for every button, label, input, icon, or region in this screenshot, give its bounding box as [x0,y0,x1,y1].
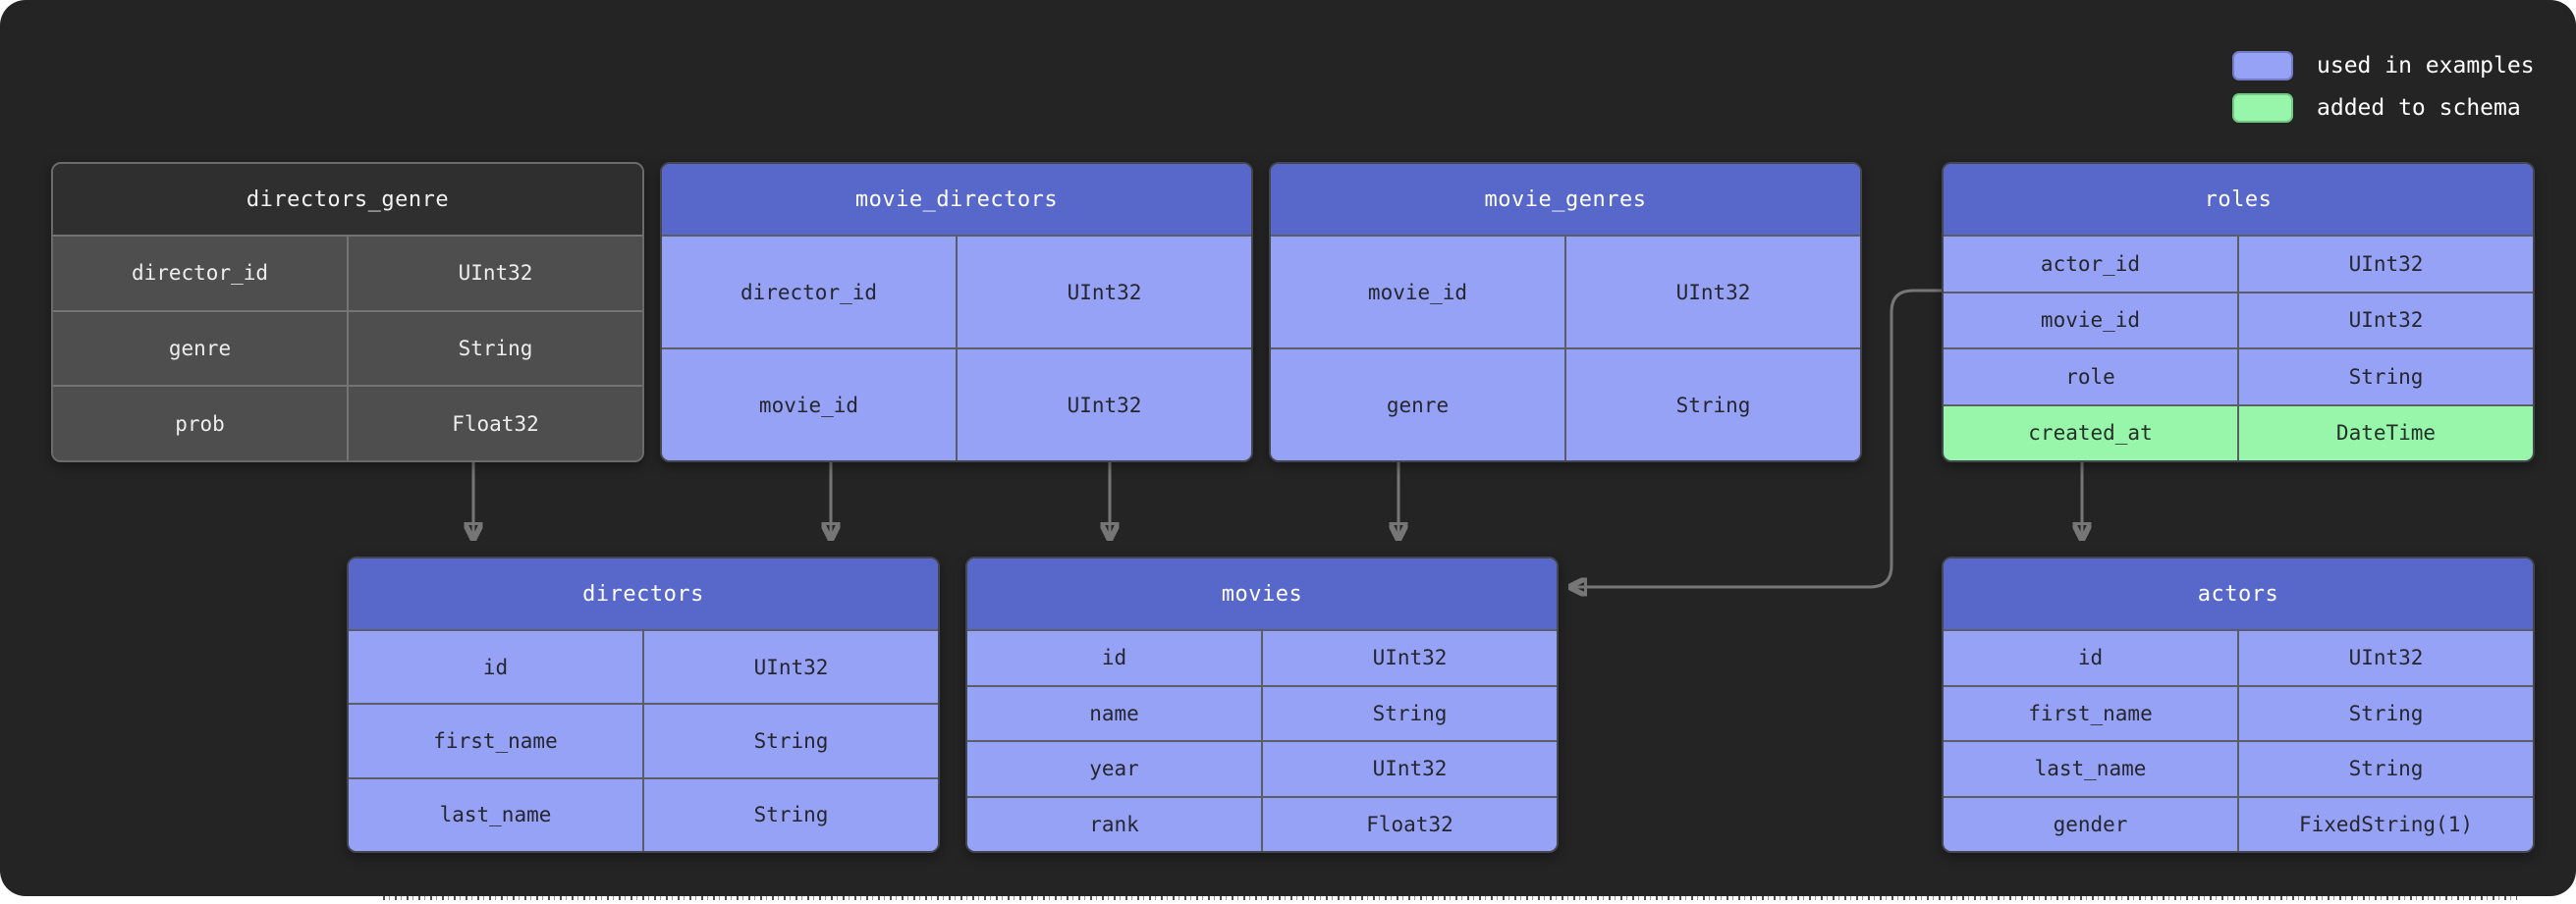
table-row: id UInt32 [349,629,938,704]
column-name: genre [168,337,232,360]
table-row: id UInt32 [967,629,1557,685]
column-type: UInt32 [956,237,1251,347]
column-type: UInt32 [1564,237,1860,347]
table-row: last_name String [349,776,938,851]
column-name: gender [2053,812,2128,836]
table-row-added-to-schema: created_at DateTime [1944,403,2533,460]
table-row: director_id UInt32 [662,235,1251,347]
column-type: String [1261,686,1557,740]
legend-swatch-added-to-schema [2232,93,2293,123]
table-title: directors [349,558,938,629]
column-type: FixedString(1) [2237,797,2533,851]
table-title: roles [1944,164,2533,235]
table-row: director_id UInt32 [53,235,642,310]
column-name: id [1101,646,1127,670]
table-actors: actors id UInt32 first_name String last_… [1942,557,2535,853]
column-type: String [2237,686,2533,740]
column-name: genre [1386,393,1450,417]
legend-item-used-in-examples: used in examples [2232,51,2535,80]
table-row: movie_id UInt32 [1944,291,2533,347]
table-title: directors_genre [53,164,642,235]
column-name: last_name [2034,757,2147,781]
table-body: actor_id UInt32 movie_id UInt32 role Str… [1944,235,2533,460]
table-row: genre String [1271,347,1860,460]
table-row: year UInt32 [967,740,1557,796]
cutoff-content-strip [0,896,2576,904]
legend-item-added-to-schema: added to schema [2232,93,2535,123]
column-name: id [482,655,509,679]
table-row: movie_id UInt32 [1271,235,1860,347]
table-title: movies [967,558,1557,629]
table-movie-directors: movie_directors director_id UInt32 movie… [660,162,1253,462]
table-directors-genre: directors_genre director_id UInt32 genre… [51,162,644,462]
table-row: role String [1944,347,2533,404]
column-type: String [2237,349,2533,404]
table-row: actor_id UInt32 [1944,235,2533,292]
column-name: name [1089,701,1139,725]
column-type: UInt32 [347,237,642,310]
column-name: first_name [433,728,558,753]
table-body: id UInt32 first_name String last_name St… [1944,629,2533,851]
column-type: UInt32 [642,631,938,704]
column-name: movie_id [2040,308,2141,333]
column-name: director_id [131,261,269,286]
table-roles: roles actor_id UInt32 movie_id UInt32 ro… [1942,162,2535,462]
table-title: actors [1944,558,2533,629]
column-type: Float32 [1261,797,1557,851]
table-row: first_name String [349,703,938,777]
column-name: movie_id [758,393,859,417]
column-type: String [642,705,938,777]
table-row: last_name String [1944,740,2533,796]
table-body: id UInt32 name String year UInt32 rank F… [967,629,1557,851]
table-row: genre String [53,309,642,386]
table-row: movie_id UInt32 [662,347,1251,460]
column-type: UInt32 [2237,292,2533,347]
table-body: director_id UInt32 movie_id UInt32 [662,235,1251,460]
table-row: prob Float32 [53,385,642,460]
column-name: movie_id [1367,280,1468,304]
column-type: UInt32 [2237,237,2533,292]
table-movies: movies id UInt32 name String year UInt32… [965,557,1559,853]
legend-label: added to schema [2317,95,2521,121]
column-name: last_name [439,803,552,827]
table-row: first_name String [1944,684,2533,740]
column-name: prob [175,411,225,436]
column-name: actor_id [2040,251,2141,276]
table-title: movie_directors [662,164,1251,235]
table-body: id UInt32 first_name String last_name St… [349,629,938,851]
table-directors: directors id UInt32 first_name String la… [347,557,940,853]
legend-swatch-used-in-examples [2232,51,2293,80]
legend-label: used in examples [2317,53,2535,79]
column-type: Float32 [347,387,642,460]
column-type: UInt32 [2237,631,2533,685]
table-row: rank Float32 [967,795,1557,851]
column-name: id [2077,646,2104,670]
column-type: String [1564,349,1860,460]
table-row: gender FixedString(1) [1944,795,2533,851]
table-body: director_id UInt32 genre String prob Flo… [53,235,642,460]
column-type: String [2237,742,2533,796]
column-type: String [347,311,642,386]
table-row: id UInt32 [1944,629,2533,685]
column-name: created_at [2028,421,2153,446]
column-type: UInt32 [956,349,1251,460]
table-movie-genres: movie_genres movie_id UInt32 genre Strin… [1269,162,1862,462]
column-type: String [642,778,938,851]
table-body: movie_id UInt32 genre String [1271,235,1860,460]
column-name: rank [1089,812,1139,836]
column-type: UInt32 [1261,631,1557,685]
column-type: UInt32 [1261,742,1557,796]
column-name: role [2065,364,2115,389]
column-name: first_name [2028,701,2153,725]
column-type: DateTime [2237,405,2533,460]
column-name: year [1089,757,1139,781]
table-title: movie_genres [1271,164,1860,235]
legend: used in examples added to schema [2232,51,2535,123]
table-row: name String [967,684,1557,740]
column-name: director_id [740,280,878,304]
